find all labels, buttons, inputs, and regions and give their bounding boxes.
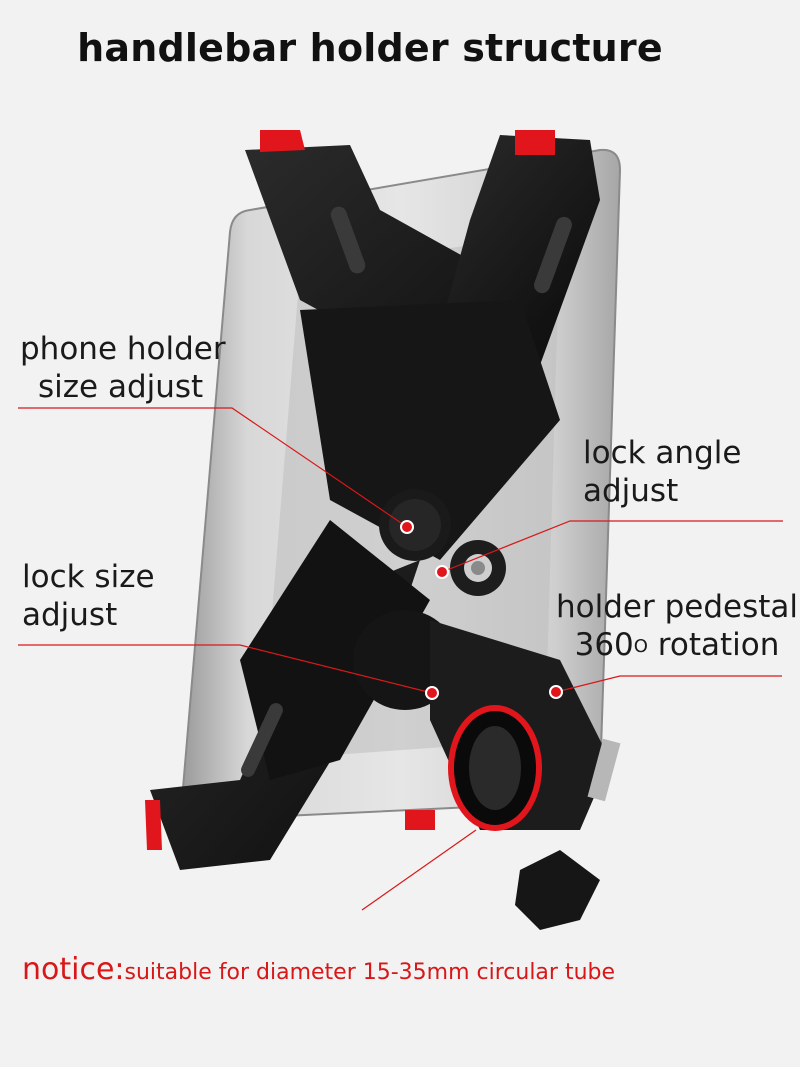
rotation-number: 360: [574, 627, 634, 663]
dot-pedestal: [549, 685, 563, 699]
callout-pedestal-line2: 360O rotation: [556, 626, 798, 664]
page-title: handlebar holder structure: [77, 26, 663, 70]
callout-pedestal-line1: holder pedestal: [556, 589, 798, 625]
notice-label: notice:: [22, 952, 125, 987]
dot-phone-holder: [400, 520, 414, 534]
callout-lock-angle-line2: adjust: [583, 473, 679, 509]
callout-lock-angle: lock angle adjust: [583, 434, 741, 510]
line-pedestal: [555, 675, 782, 693]
callout-lock-size-line1: lock size: [22, 559, 155, 595]
callout-lock-size-line2: adjust: [22, 597, 118, 633]
rotation-label: rotation: [647, 627, 780, 663]
degree-sign: O: [633, 636, 648, 657]
dot-lock-angle: [435, 565, 449, 579]
callout-phone-holder: phone holder size adjust: [20, 330, 226, 406]
callout-dots: [400, 520, 563, 700]
callout-lock-size: lock size adjust: [22, 558, 155, 634]
dot-lock-size: [425, 686, 439, 700]
callout-phone-holder-line2: size adjust: [38, 369, 204, 405]
callout-pedestal: holder pedestal 360O rotation: [556, 588, 798, 664]
line-lock-size: [18, 644, 433, 694]
callout-lines: [18, 407, 783, 911]
notice-text: suitable for diameter 15-35mm circular t…: [124, 960, 616, 985]
line-tube: [361, 829, 477, 911]
line-phone-holder: [18, 407, 408, 528]
callout-lock-angle-line1: lock angle: [583, 435, 742, 471]
clamp-arms: [150, 135, 600, 870]
adjust-knob: [379, 489, 506, 596]
handlebar-clamp: [353, 610, 621, 930]
line-lock-angle: [441, 520, 783, 573]
callout-phone-holder-line1: phone holder: [20, 331, 226, 367]
notice: notice:suitable for diameter 15-35mm cir…: [22, 952, 615, 987]
red-grip-tips: [145, 130, 555, 850]
